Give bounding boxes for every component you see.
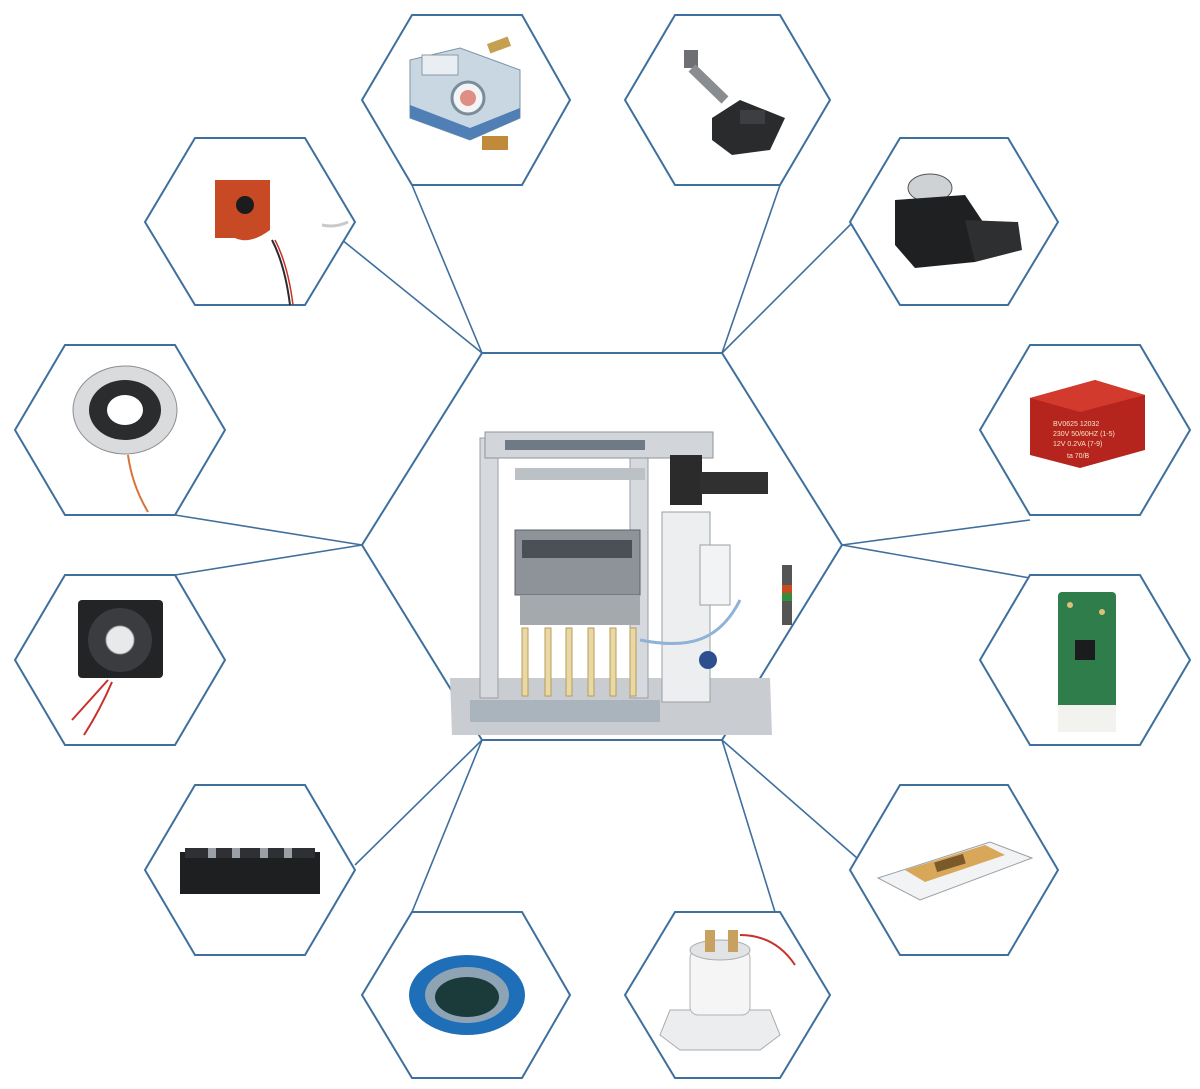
hex-water-meter	[360, 14, 572, 186]
pcb-module-icon	[1058, 592, 1116, 732]
connector-line	[721, 739, 866, 866]
toroidal-sensor-icon	[72, 365, 178, 513]
dispensing-machine-icon	[450, 431, 792, 735]
connector-line	[841, 519, 1031, 546]
connector-line	[174, 544, 363, 576]
connector-line	[721, 184, 781, 354]
connector-lines	[174, 184, 1031, 913]
connector-line	[354, 739, 483, 866]
connector-strip-icon	[180, 848, 320, 894]
hex-connector-strip	[143, 784, 357, 956]
cooling-fan-icon	[71, 600, 163, 736]
toroid-core-icon	[409, 955, 525, 1035]
hex-pcb-transformer: BV0625 12032 230V 50/60HZ (1-5) 12V 0.2V…	[978, 344, 1192, 516]
transformer-label-line-4: ta 70/B	[1067, 453, 1090, 460]
transformer-label-line-2: 230V 50/60HZ (1-5)	[1053, 431, 1115, 438]
water-meter-icon	[409, 36, 521, 150]
hex-current-transformer	[143, 137, 357, 306]
hex-igbt-module	[848, 784, 1060, 956]
hex-parking-sensor	[848, 137, 1060, 306]
connector-line	[721, 739, 776, 913]
hex-toroid-core	[360, 911, 572, 1079]
hex-pcb-module	[978, 574, 1192, 746]
current-transformer-icon	[215, 180, 349, 306]
transformer-label-line-3: 12V 0.2VA (7-9)	[1053, 441, 1102, 448]
connector-line	[411, 184, 483, 354]
connector-line	[841, 544, 1031, 579]
hex-toroidal-sensor	[13, 344, 227, 516]
center-hexagon	[360, 352, 844, 741]
igbt-power-module-icon	[876, 841, 1034, 901]
relay-contactor-icon	[659, 930, 796, 1051]
connector-line	[411, 739, 483, 913]
tire-pressure-sensor-icon	[684, 50, 785, 155]
hex-cooling-fan	[13, 574, 227, 746]
pcb-transformer-icon: BV0625 12032 230V 50/60HZ (1-5) 12V 0.2V…	[1030, 380, 1145, 468]
transformer-label-line-1: BV0625 12032	[1053, 421, 1099, 428]
connector-line	[174, 514, 363, 546]
hex-tire-pressure-sensor	[623, 14, 832, 186]
hex-relay-contactor	[623, 911, 832, 1079]
connector-line	[721, 204, 871, 354]
parking-sensor-icon	[895, 173, 1022, 268]
